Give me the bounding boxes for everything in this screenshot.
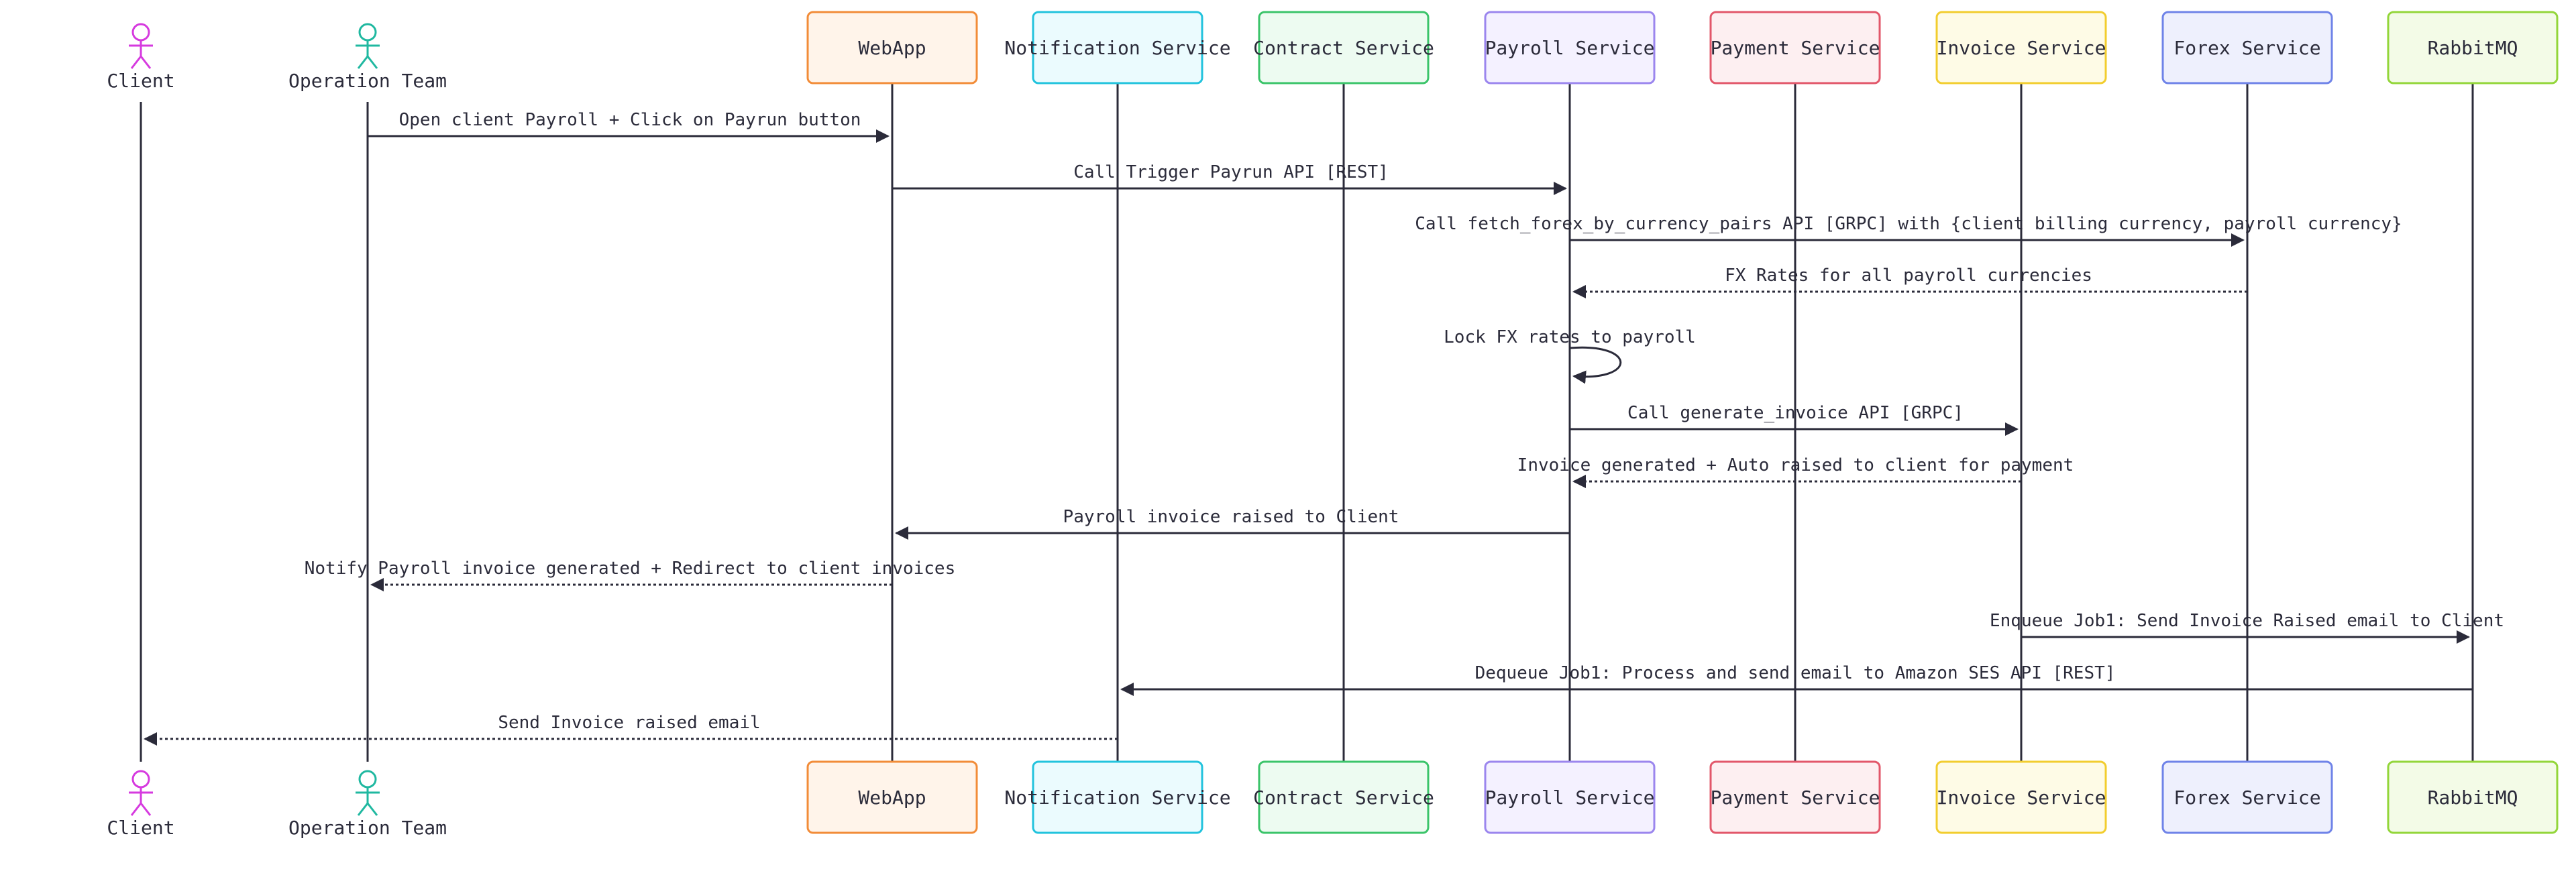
message-7: Invoice generated + Auto raised to clien… <box>1517 455 2074 488</box>
participant-box <box>1258 760 1430 834</box>
participant-label: Payment Service <box>1711 787 1880 809</box>
message-label: Invoice generated + Auto raised to clien… <box>1517 455 2074 475</box>
message-1: Open client Payroll + Click on Payrun bu… <box>368 110 890 143</box>
participant-box <box>1709 11 1881 84</box>
participant-label: Notification Service <box>1004 787 1230 809</box>
message-3: Call fetch_forex_by_currency_pairs API [… <box>1415 214 2402 247</box>
message-5: Lock FX rates to payroll <box>1444 327 1696 384</box>
participant-label: Payment Service <box>1711 37 1880 59</box>
message-label: Lock FX rates to payroll <box>1444 327 1696 347</box>
participant-invoice-bottom[interactable]: Invoice Service <box>1935 760 2107 834</box>
message-label: Dequeue Job1: Process and send email to … <box>1475 663 2116 683</box>
participant-label: Contract Service <box>1253 787 1434 809</box>
participant-invoice-top[interactable]: Invoice Service <box>1935 11 2107 84</box>
message-label: Payroll invoice raised to Client <box>1063 507 1399 527</box>
message-label: Call generate_invoice API [GRPC] <box>1627 403 1964 423</box>
participant-box <box>2161 11 2333 84</box>
participant-box <box>806 760 978 834</box>
participant-box <box>1709 760 1881 834</box>
message-label: Notify Payroll invoice generated + Redir… <box>305 559 956 579</box>
person-icon <box>129 23 153 69</box>
message-label: Call fetch_forex_by_currency_pairs API [… <box>1415 214 2402 234</box>
participant-box <box>2161 760 2333 834</box>
participant-box <box>1484 11 1656 84</box>
participant-label: Forex Service <box>2174 37 2320 59</box>
participant-label: Operation Team <box>288 70 447 92</box>
participant-box <box>1935 11 2107 84</box>
participant-payment-top[interactable]: Payment Service <box>1709 11 1881 84</box>
message-8: Payroll invoice raised to Client <box>895 507 1570 540</box>
participant-notif-top[interactable]: Notification Service <box>1004 11 1231 84</box>
message-label: Call Trigger Payrun API [REST] <box>1073 162 1389 182</box>
message-4: FX Rates for all payroll currencies <box>1572 266 2247 298</box>
participant-label: RabbitMQ <box>2428 37 2518 59</box>
participant-rabbit-top[interactable]: RabbitMQ <box>2387 11 2559 84</box>
message-6: Call generate_invoice API [GRPC] <box>1570 403 2019 436</box>
participant-label: Invoice Service <box>1937 787 2106 809</box>
message-12: Send Invoice raised email <box>144 713 1118 746</box>
participant-payroll-top[interactable]: Payroll Service <box>1484 11 1656 84</box>
participant-label: Payroll Service <box>1485 37 1655 59</box>
participant-contract-top[interactable]: Contract Service <box>1253 11 1434 84</box>
participant-client-top[interactable]: Client <box>107 23 175 92</box>
participant-payroll-bottom[interactable]: Payroll Service <box>1484 760 1656 834</box>
participant-box <box>1935 760 2107 834</box>
participant-notif-bottom[interactable]: Notification Service <box>1004 760 1231 834</box>
message-10: Enqueue Job1: Send Invoice Raised email … <box>1990 611 2504 644</box>
participant-box <box>1484 760 1656 834</box>
participant-label: Client <box>107 70 174 92</box>
participant-ops-top[interactable]: Operation Team <box>288 23 447 92</box>
participant-label: Payroll Service <box>1485 787 1655 809</box>
participant-label: Operation Team <box>288 817 447 839</box>
participant-label: Contract Service <box>1253 37 1434 59</box>
message-9: Notify Payroll invoice generated + Redir… <box>305 559 956 591</box>
participant-webapp-bottom[interactable]: WebApp <box>806 760 978 834</box>
participant-box <box>1258 11 1430 84</box>
message-arrow <box>1569 346 1622 384</box>
participant-label: Invoice Service <box>1937 37 2106 59</box>
participant-label: Notification Service <box>1004 37 1230 59</box>
participant-webapp-top[interactable]: WebApp <box>806 11 978 84</box>
message-label: Enqueue Job1: Send Invoice Raised email … <box>1990 611 2504 631</box>
participant-box <box>806 11 978 84</box>
participant-rabbit-bottom[interactable]: RabbitMQ <box>2387 760 2559 834</box>
participant-forex-top[interactable]: Forex Service <box>2161 11 2333 84</box>
message-label: FX Rates for all payroll currencies <box>1725 266 2092 286</box>
person-icon <box>129 770 153 816</box>
message-label: Open client Payroll + Click on Payrun bu… <box>399 110 861 130</box>
participant-client-bottom[interactable]: Client <box>107 770 175 839</box>
participant-label: WebApp <box>858 787 926 809</box>
participant-label: WebApp <box>858 37 926 59</box>
person-icon <box>356 23 380 69</box>
participant-box <box>2387 11 2559 84</box>
person-icon <box>356 770 380 816</box>
participant-box <box>1032 760 1203 834</box>
participant-contract-bottom[interactable]: Contract Service <box>1253 760 1434 834</box>
participant-label: Forex Service <box>2174 787 2320 809</box>
message-11: Dequeue Job1: Process and send email to … <box>1120 663 2473 696</box>
message-2: Call Trigger Payrun API [REST] <box>892 162 1567 195</box>
participant-box <box>1032 11 1203 84</box>
participant-label: Client <box>107 817 174 839</box>
message-label: Send Invoice raised email <box>498 713 760 733</box>
participant-forex-bottom[interactable]: Forex Service <box>2161 760 2333 834</box>
participant-payment-bottom[interactable]: Payment Service <box>1709 760 1881 834</box>
participant-label: RabbitMQ <box>2428 787 2518 809</box>
participant-box <box>2387 760 2559 834</box>
participant-ops-bottom[interactable]: Operation Team <box>288 770 447 839</box>
